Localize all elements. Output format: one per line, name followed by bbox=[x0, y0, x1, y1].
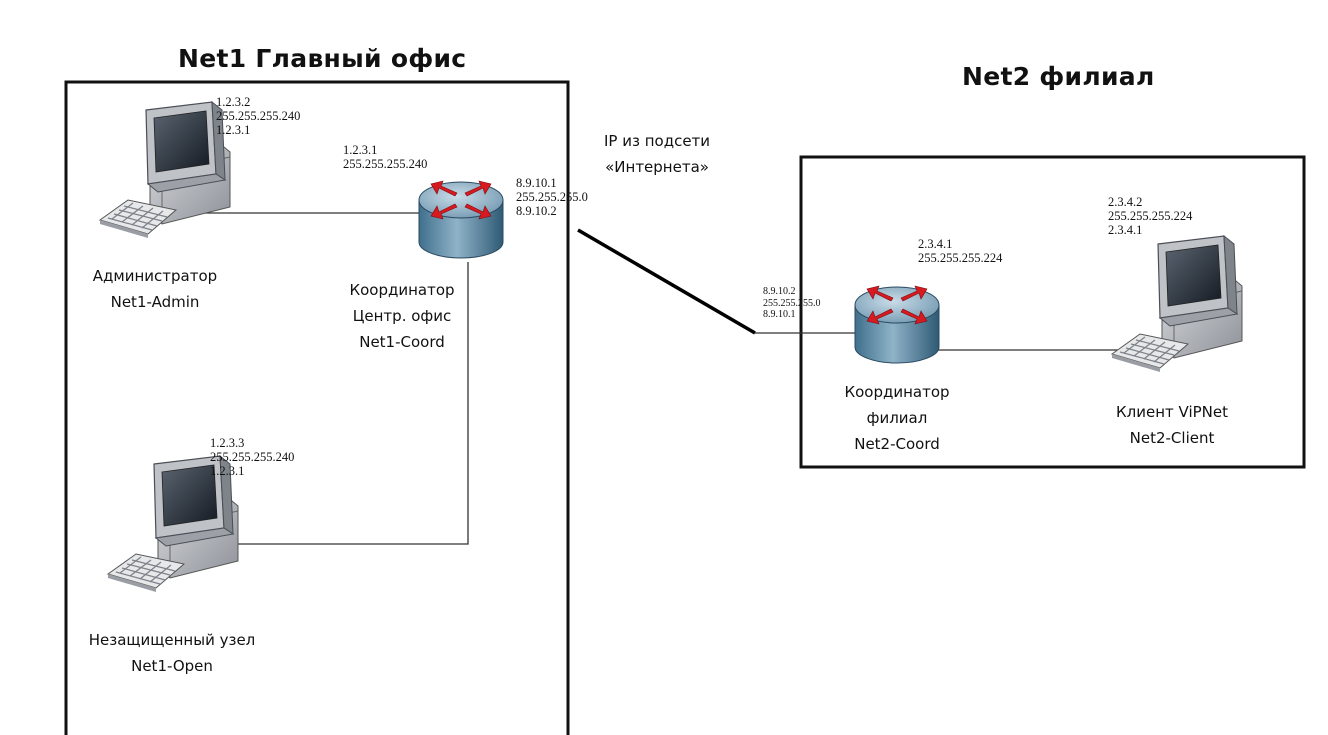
net1-admin-ip-block: 1.2.3.2 255.255.255.240 1.2.3.1 bbox=[216, 95, 300, 137]
net1-coord-internal-ip-block: 1.2.3.1 255.255.255.240 bbox=[343, 143, 427, 171]
ip-address: 1.2.3.2 bbox=[216, 95, 251, 109]
ip-address: 1.2.3.3 bbox=[210, 436, 245, 450]
node-name: Net1-Open bbox=[131, 657, 213, 675]
net2-coord-router-icon[interactable] bbox=[854, 285, 940, 364]
node-role: Администратор bbox=[92, 267, 218, 285]
internet-note-line1: IP из подсети bbox=[604, 132, 711, 150]
node-role: Клиент ViPNet bbox=[1115, 403, 1228, 421]
gateway: 8.9.10.2 bbox=[516, 204, 557, 218]
internet-note-line2: «Интернета» bbox=[605, 158, 709, 176]
node-location: Центр. офис bbox=[352, 307, 452, 325]
node-name: Net2-Coord bbox=[854, 435, 940, 453]
node-role: Незащищенный узел bbox=[88, 631, 256, 649]
net2-client-computer-icon bbox=[1111, 235, 1243, 373]
subnet-mask: 255.255.255.240 bbox=[210, 450, 295, 464]
net1-coord-external-ip-block: 8.9.10.1 255.255.255.0 8.9.10.2 bbox=[516, 176, 588, 218]
net2-client-ip-block: 2.3.4.2 255.255.255.224 2.3.4.1 bbox=[1108, 195, 1192, 237]
subnet-mask: 255.255.255.0 bbox=[516, 190, 588, 204]
subnet-mask: 255.255.255.240 bbox=[216, 109, 301, 123]
subnet-mask: 255.255.255.224 bbox=[918, 251, 1003, 265]
net2-coord-label: Координатор филиал Net2-Coord bbox=[822, 379, 972, 457]
net1-open-ip-block: 1.2.3.3 255.255.255.240 1.2.3.1 bbox=[210, 436, 294, 478]
gateway: 2.3.4.1 bbox=[1108, 223, 1143, 237]
net2-title: Net2 филиал bbox=[962, 62, 1155, 91]
internet-link bbox=[577, 228, 860, 335]
net2-branch-boundary bbox=[799, 155, 1306, 469]
subnet-mask: 255.255.255.224 bbox=[1108, 209, 1193, 223]
net1-open-link bbox=[236, 262, 469, 545]
gateway: 1.2.3.1 bbox=[210, 464, 245, 478]
node-role: Координатор bbox=[844, 383, 950, 401]
net1-title: Net1 Главный офис bbox=[178, 44, 467, 73]
subnet-mask: 255.255.255.240 bbox=[343, 157, 428, 171]
subnet-mask: 255.255.255.0 bbox=[763, 297, 821, 309]
net1-coord-label: Координатор Центр. офис Net1-Coord bbox=[322, 277, 482, 355]
net1-admin-label: Администратор Net1-Admin bbox=[80, 263, 230, 315]
net2-coord-external-ip-block: 8.9.10.2 255.255.255.0 8.9.10.1 bbox=[763, 286, 821, 321]
node-location: филиал bbox=[866, 409, 928, 427]
ip-address: 8.9.10.1 bbox=[516, 176, 557, 190]
net1-admin-computer-icon bbox=[99, 101, 231, 239]
node-name: Net1-Coord bbox=[359, 333, 445, 351]
net1-open-label: Незащищенный узел Net1-Open bbox=[62, 627, 282, 679]
gateway: 8.9.10.1 bbox=[763, 309, 796, 320]
ip-address: 2.3.4.1 bbox=[918, 237, 953, 251]
net2-client-label: Клиент ViPNet Net2-Client bbox=[1097, 399, 1247, 451]
net2-coord-internal-ip-block: 2.3.4.1 255.255.255.224 bbox=[918, 237, 1002, 265]
net1-coord-router-icon[interactable] bbox=[418, 180, 504, 259]
node-name: Net1-Admin bbox=[110, 293, 200, 311]
gateway: 1.2.3.1 bbox=[216, 123, 251, 137]
net1-office-boundary bbox=[64, 80, 570, 735]
node-role: Координатор bbox=[349, 281, 455, 299]
ip-address: 8.9.10.2 bbox=[763, 286, 796, 297]
node-name: Net2-Client bbox=[1129, 429, 1215, 447]
ip-address: 2.3.4.2 bbox=[1108, 195, 1143, 209]
ip-address: 1.2.3.1 bbox=[343, 143, 378, 157]
internet-subnet-note: IP из подсети «Интернета» bbox=[604, 128, 710, 180]
